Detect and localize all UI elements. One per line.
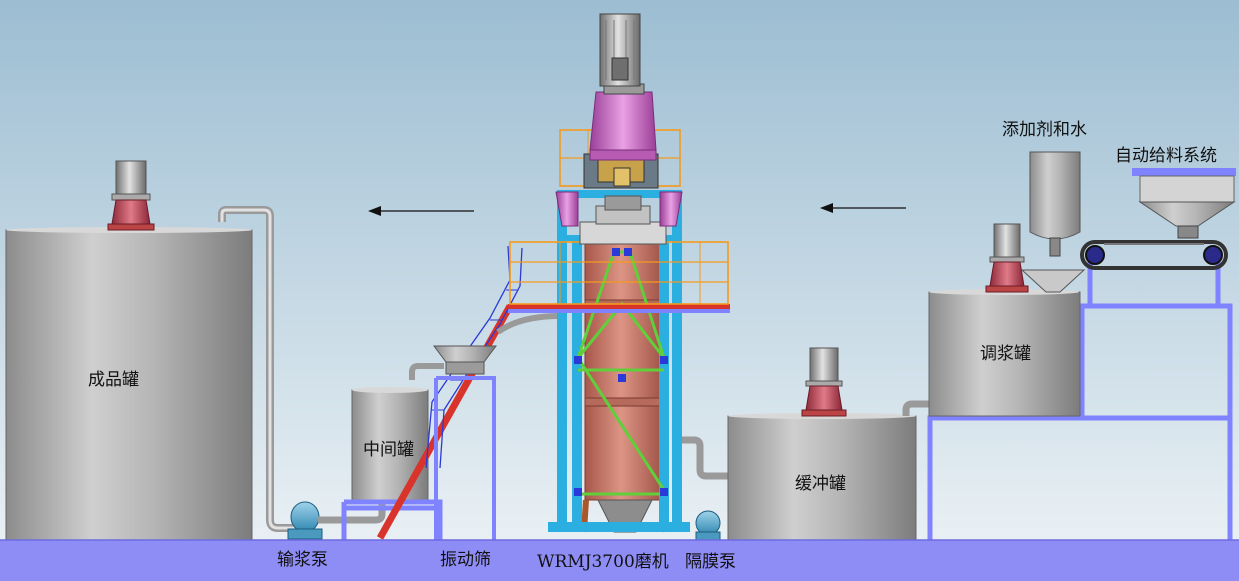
additive-water-label: 添加剂和水 [1002,120,1087,140]
pipe-pump-to-intermediate [318,504,386,524]
hopper-icon [1020,151,1086,293]
motor-icon [107,160,155,231]
product-tank [5,227,253,541]
flow-arrow-icon [820,203,906,213]
diaphragm-pump-label: 隔膜泵 [685,552,736,572]
conveyor-icon [1080,240,1228,270]
intermediate-tank-support [341,499,443,540]
product-tank-label: 成品罐 [88,370,139,390]
pipe-slurry-to-buffer [902,400,930,416]
intermediate-tank-label: 中间罐 [363,440,414,460]
slurry-tank-platform [927,260,1233,540]
slurry-tank-label: 调浆罐 [980,344,1031,364]
buffer-tank-label: 缓冲罐 [795,474,846,494]
motor-icon [801,347,847,417]
motor-icon [985,223,1029,293]
hopper-icon [1132,168,1236,239]
pump-icon [695,510,721,541]
vibrating-screen-label: 振动筛 [440,550,491,570]
slurry-pump-label: 输浆泵 [277,550,328,570]
mill-tower [508,129,730,533]
flow-arrow-icon [368,206,474,216]
motor-icon [589,13,657,161]
pipe-buffer-to-mill [682,436,728,480]
vibrating-screen [409,313,561,540]
auto-feed-label: 自动给料系统 [1115,146,1217,166]
mill-label: WRMJ3700磨机 [537,552,669,572]
ground-floor [0,540,1239,581]
buffer-tank [727,413,917,541]
slurry-tank [928,289,1081,417]
